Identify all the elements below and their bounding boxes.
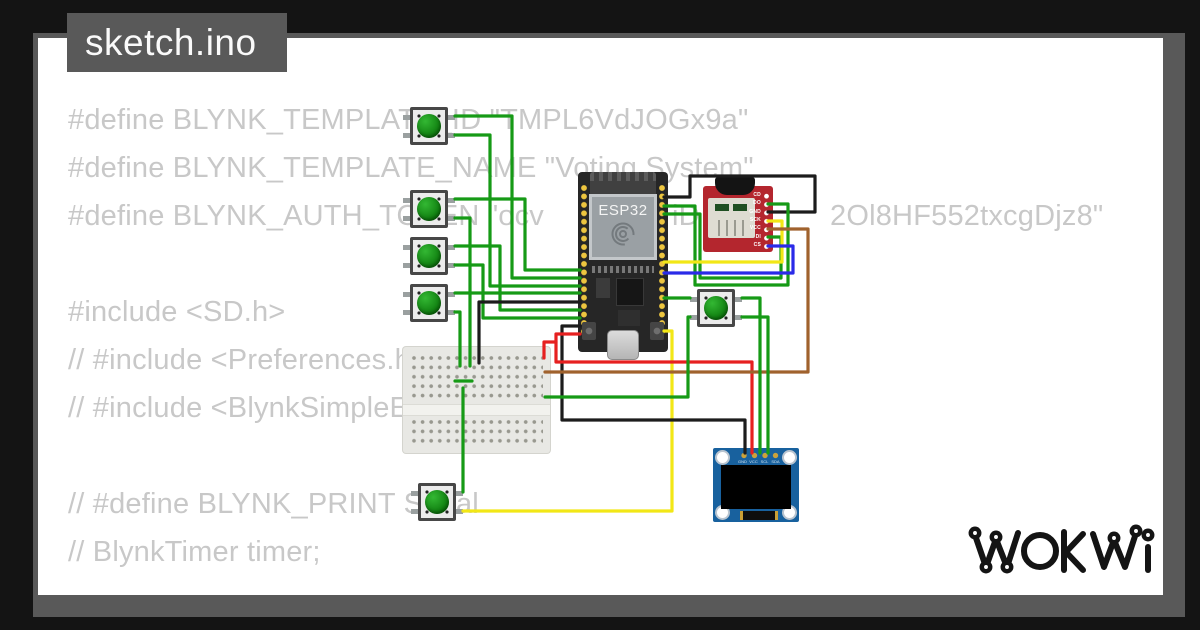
pushbutton-3[interactable] <box>403 237 455 275</box>
pushbutton-4[interactable] <box>403 284 455 322</box>
pushbutton-cap[interactable] <box>425 490 449 514</box>
oled-pin-label: SCL <box>760 459 769 464</box>
breadboard-holes-top <box>410 354 543 401</box>
pushbutton-cap[interactable] <box>417 114 441 138</box>
wokwi-logo <box>968 524 1155 574</box>
code-line: #include <SD.h> <box>68 296 286 328</box>
mounting-hole <box>784 507 795 518</box>
esp32-pin-header-left[interactable] <box>579 184 589 336</box>
pushbutton-1[interactable] <box>403 107 455 145</box>
espressif-logo-icon <box>611 222 635 246</box>
esp32-mcu-chip <box>616 278 644 306</box>
pushbutton-cap[interactable] <box>417 244 441 268</box>
esp32-chip <box>618 310 640 326</box>
oled-connector <box>740 511 778 520</box>
sd-pin-label: DI <box>755 234 761 240</box>
pushbutton-5[interactable] <box>411 483 463 521</box>
code-line-auth-suffix: 2Ol8HF552txcgDjz8" <box>830 200 1104 232</box>
oled-pin-label: SDA <box>771 459 780 464</box>
esp32-label: ESP32 <box>598 202 648 219</box>
code-line-auth-prefix: #define BLYNK_AUTH_TOKEN "ocv <box>68 200 545 232</box>
breadboard-center-channel <box>403 404 550 416</box>
pushbutton-cap[interactable] <box>417 291 441 315</box>
esp32-module: ESP32 <box>589 194 657 260</box>
microsd-module[interactable]: CD DO GND SCK VCC DI CS <box>703 177 773 253</box>
esp32-pin-header-right[interactable] <box>657 184 667 336</box>
sd-pin-label: DO <box>753 200 761 206</box>
micro-usb-port <box>607 330 639 360</box>
code-line-auth-mid: iD <box>672 200 700 232</box>
breadboard[interactable] <box>403 347 550 453</box>
sd-pin-label: CD <box>753 192 761 198</box>
esp32-shield-pins <box>592 266 654 273</box>
esp32-en-button[interactable] <box>582 322 596 340</box>
file-name: sketch.ino <box>85 21 257 63</box>
oled-pin-header[interactable] <box>739 451 781 460</box>
oled-pin-label: VCC <box>749 459 758 464</box>
mounting-hole <box>717 452 728 463</box>
sd-pin-holes[interactable] <box>762 192 771 253</box>
code-line: // #include <Preferences.h> <box>68 344 429 376</box>
breadboard-holes-bottom <box>410 418 543 448</box>
oled-screen <box>721 465 791 509</box>
oled-display[interactable]: GND VCC SCL SDA <box>713 448 799 522</box>
sd-pin-label: GND <box>749 209 761 215</box>
sd-pin-label: VCC <box>749 225 761 231</box>
file-tab[interactable]: sketch.ino <box>67 13 287 72</box>
esp32-boot-button[interactable] <box>650 322 664 340</box>
esp32-board[interactable]: ESP32 <box>578 172 668 360</box>
mounting-hole <box>717 507 728 518</box>
esp32-antenna <box>590 172 656 196</box>
sd-pin-label: CS <box>753 242 761 248</box>
sd-pin-label: SCK <box>749 217 761 223</box>
pushbutton-cap[interactable] <box>417 197 441 221</box>
pushbutton-6[interactable] <box>690 289 742 327</box>
esp32-chip <box>596 278 610 298</box>
pushbutton-2[interactable] <box>403 190 455 228</box>
mounting-hole <box>784 452 795 463</box>
pushbutton-cap[interactable] <box>704 296 728 320</box>
code-line: // BlynkTimer timer; <box>68 536 321 568</box>
oled-pin-label: GND <box>738 459 747 464</box>
